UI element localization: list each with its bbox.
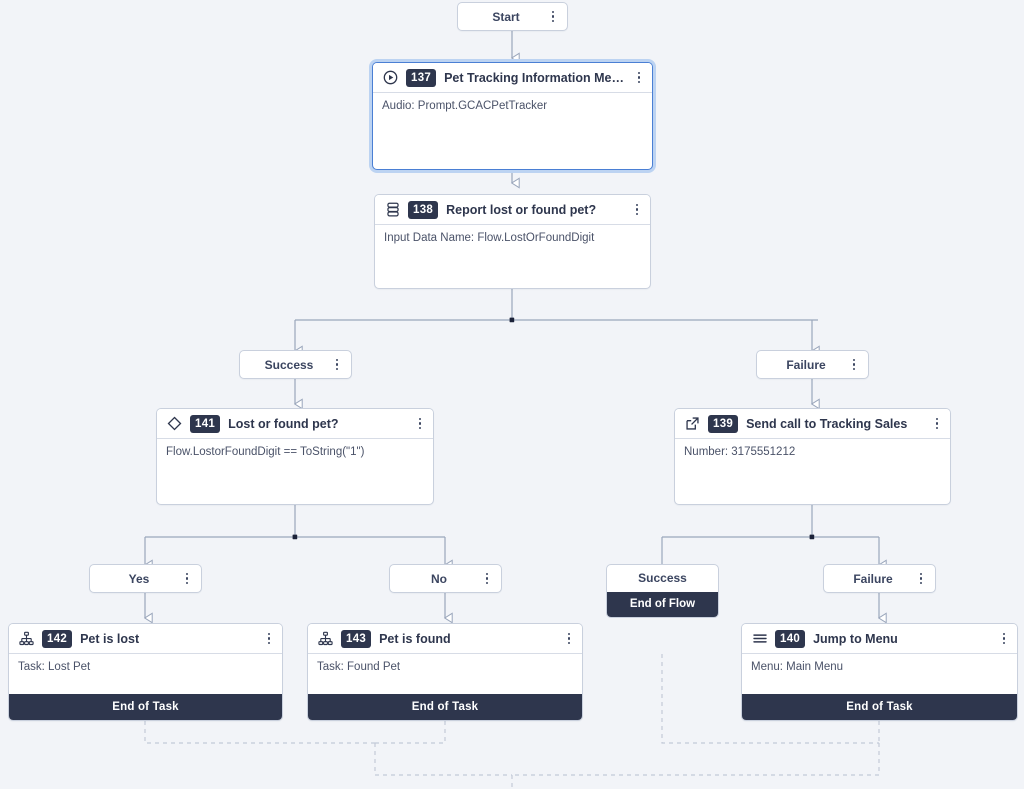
branch-failure-138-label: Failure (786, 357, 826, 372)
node-start[interactable]: Start (457, 2, 568, 31)
branch-success-138-kebab-menu[interactable] (330, 355, 344, 375)
node-143-title: Pet is found (379, 631, 451, 646)
node-138-body: Input Data Name: Flow.LostOrFoundDigit (375, 225, 650, 251)
node-142-body: Task: Lost Pet (9, 654, 282, 680)
node-141-body: Flow.LostorFoundDigit == ToString("1") (157, 439, 433, 465)
node-139-title: Send call to Tracking Sales (746, 416, 908, 431)
branch-no-141[interactable]: No (389, 564, 502, 593)
node-139-kebab-menu[interactable] (930, 414, 944, 434)
branch-yes-141[interactable]: Yes (89, 564, 202, 593)
node-142[interactable]: 142 Pet is lost Task: Lost Pet End of Ta… (8, 623, 283, 721)
node-140[interactable]: 140 Jump to Menu Menu: Main Menu End of … (741, 623, 1018, 721)
node-140-badge: 140 (775, 629, 806, 648)
node-141-badge: 141 (190, 414, 221, 433)
branch-success-138[interactable]: Success (239, 350, 352, 379)
start-label: Start (492, 9, 520, 24)
node-137-title: Pet Tracking Information Mes… (444, 70, 626, 85)
branch-yes-141-kebab-menu[interactable] (180, 569, 194, 589)
node-139-header: 139 Send call to Tracking Sales (675, 409, 950, 439)
node-142-title: Pet is lost (80, 631, 140, 646)
node-143-badge: 143 (341, 629, 372, 648)
branch-yes-141-label: Yes (128, 571, 150, 586)
node-137-badge: 137 (406, 68, 437, 87)
node-142-header: 142 Pet is lost (9, 624, 282, 654)
branch-failure-139-label: Failure (853, 571, 893, 586)
branch-no-141-label: No (431, 571, 447, 586)
node-141-header: 141 Lost or found pet? (157, 409, 433, 439)
branch-failure-138[interactable]: Failure (756, 350, 869, 379)
node-137-body: Audio: Prompt.GCACPetTracker (373, 93, 652, 119)
start-kebab-menu[interactable] (546, 7, 560, 27)
node-140-kebab-menu[interactable] (997, 629, 1011, 649)
node-142-badge: 142 (42, 629, 73, 648)
hamburger-icon (751, 630, 768, 647)
node-139-body: Number: 3175551212 (675, 439, 950, 465)
node-138-title: Report lost or found pet? (446, 202, 597, 217)
node-139[interactable]: 139 Send call to Tracking Sales Number: … (674, 408, 951, 505)
node-138-badge: 138 (408, 200, 439, 219)
node-139-badge: 139 (708, 414, 739, 433)
node-143[interactable]: 143 Pet is found Task: Found Pet End of … (307, 623, 583, 721)
branch-no-141-kebab-menu[interactable] (480, 569, 494, 589)
node-141-title: Lost or found pet? (228, 416, 339, 431)
database-icon (384, 201, 401, 218)
branch-success-139-end-of-flow: End of Flow (607, 592, 718, 617)
node-140-title: Jump to Menu (813, 631, 898, 646)
diamond-icon (166, 415, 183, 432)
node-142-end-of-task: End of Task (9, 694, 282, 720)
node-143-end-of-task: End of Task (308, 694, 582, 720)
node-143-header: 143 Pet is found (308, 624, 582, 654)
external-link-icon (684, 415, 701, 432)
branch-failure-138-kebab-menu[interactable] (847, 355, 861, 375)
node-141-kebab-menu[interactable] (413, 414, 427, 434)
node-142-kebab-menu[interactable] (262, 629, 276, 649)
branch-success-139[interactable]: Success End of Flow (606, 564, 719, 618)
node-140-header: 140 Jump to Menu (742, 624, 1017, 654)
node-143-kebab-menu[interactable] (562, 629, 576, 649)
sitemap-icon (18, 630, 35, 647)
branch-failure-139[interactable]: Failure (823, 564, 936, 593)
node-137-kebab-menu[interactable] (632, 68, 646, 88)
node-138-kebab-menu[interactable] (630, 200, 644, 220)
node-143-body: Task: Found Pet (308, 654, 582, 680)
node-137-header: 137 Pet Tracking Information Mes… (373, 63, 652, 93)
node-138[interactable]: 138 Report lost or found pet? Input Data… (374, 194, 651, 289)
branch-success-139-label: Success (638, 571, 687, 585)
sitemap-icon (317, 630, 334, 647)
node-141[interactable]: 141 Lost or found pet? Flow.LostorFoundD… (156, 408, 434, 505)
node-138-header: 138 Report lost or found pet? (375, 195, 650, 225)
node-140-end-of-task: End of Task (742, 694, 1017, 720)
branch-success-138-label: Success (264, 357, 314, 372)
play-circle-icon (382, 69, 399, 86)
node-140-body: Menu: Main Menu (742, 654, 1017, 680)
branch-failure-139-kebab-menu[interactable] (914, 569, 928, 589)
node-137[interactable]: 137 Pet Tracking Information Mes… Audio:… (372, 62, 653, 170)
